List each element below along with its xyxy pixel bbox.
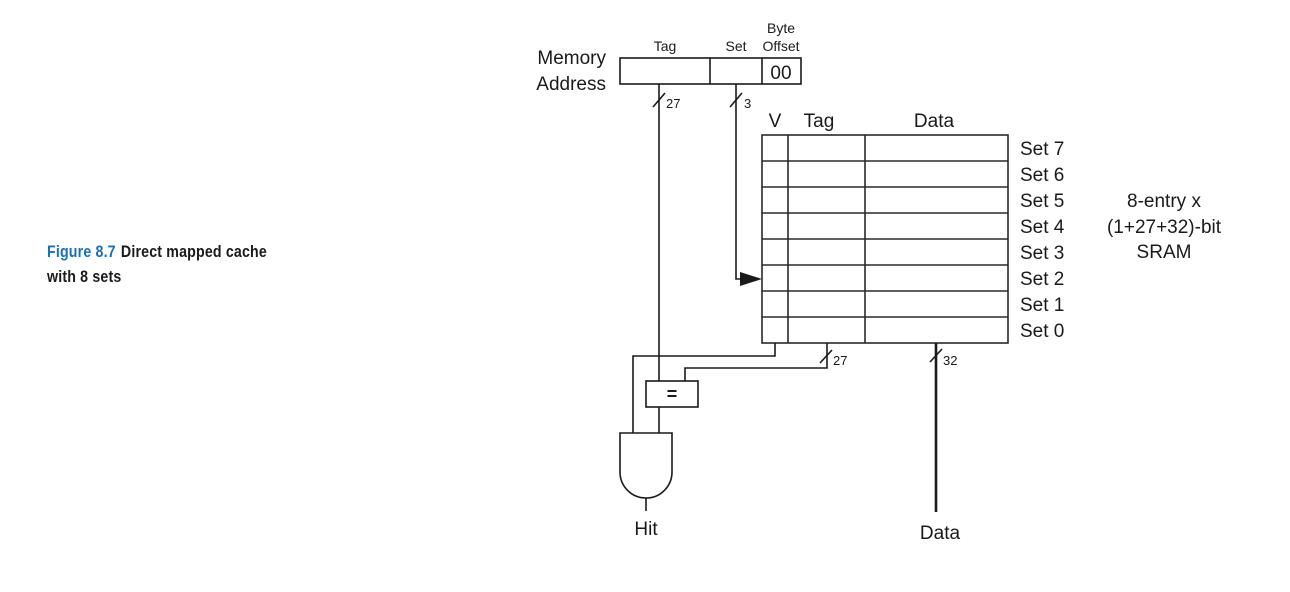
valid-bit-wire [632, 343, 776, 433]
set-label: Set 2 [1020, 269, 1064, 290]
set-select-arrow-icon [740, 272, 762, 286]
set-labels: Set 7 Set 6 Set 5 Set 4 Set 3 Set 2 Set 1 Set 0 [1020, 139, 1065, 342]
data-column-header: Data [914, 111, 955, 132]
comparator-box [645, 380, 699, 408]
data-output-width: 32 [943, 353, 957, 368]
figure-number: Figure 8.7 [47, 243, 116, 261]
set-label: Set 4 [1020, 217, 1065, 238]
set-bus-slash [729, 92, 743, 108]
set-label: Set 7 [1020, 139, 1064, 160]
set-label: Set 6 [1020, 165, 1064, 186]
set-bus-width: 3 [744, 96, 751, 111]
offset-field-header: Offset [762, 38, 799, 54]
set-label: Set 5 [1020, 191, 1064, 212]
tag-column-header: Tag [804, 111, 835, 132]
set-field-header: Set [725, 38, 746, 54]
comparator-symbol: = [667, 384, 678, 404]
hit-label: Hit [634, 519, 658, 540]
data-output-slash [929, 348, 943, 363]
and-gate-icon [619, 432, 673, 499]
tag-bus-width: 27 [666, 96, 680, 111]
sram-description-line1: 8-entry x [1127, 191, 1201, 212]
byte-offset-value: 00 [770, 63, 791, 84]
memory-address-register: 00 [619, 57, 802, 85]
set-label: Set 3 [1020, 243, 1064, 264]
set-label: Set 1 [1020, 295, 1064, 316]
data-output-label: Data [920, 523, 961, 544]
sram-description-line3: SRAM [1137, 242, 1192, 263]
row-dividers [762, 160, 1008, 318]
stored-tag-width: 27 [833, 353, 847, 368]
tag-field-header: Tag [654, 38, 677, 54]
address-label: Address [536, 74, 606, 95]
cache-sram-table [761, 134, 1009, 344]
figure-title: Direct mapped cache [120, 243, 267, 261]
stored-tag-slash [819, 349, 833, 364]
caption-line-2: with 8 sets [47, 268, 122, 286]
stored-tag-wire [684, 343, 828, 381]
tag-comparator: = [645, 380, 699, 408]
valid-column-header: V [769, 111, 782, 132]
tag-bus-slash [652, 92, 666, 108]
sram-description-line2: (1+27+32)-bit [1107, 217, 1222, 238]
set-bus-wire [735, 84, 752, 280]
byte-field-header: Byte [767, 20, 795, 36]
memory-label: Memory [537, 48, 606, 69]
set-label: Set 0 [1020, 321, 1064, 342]
